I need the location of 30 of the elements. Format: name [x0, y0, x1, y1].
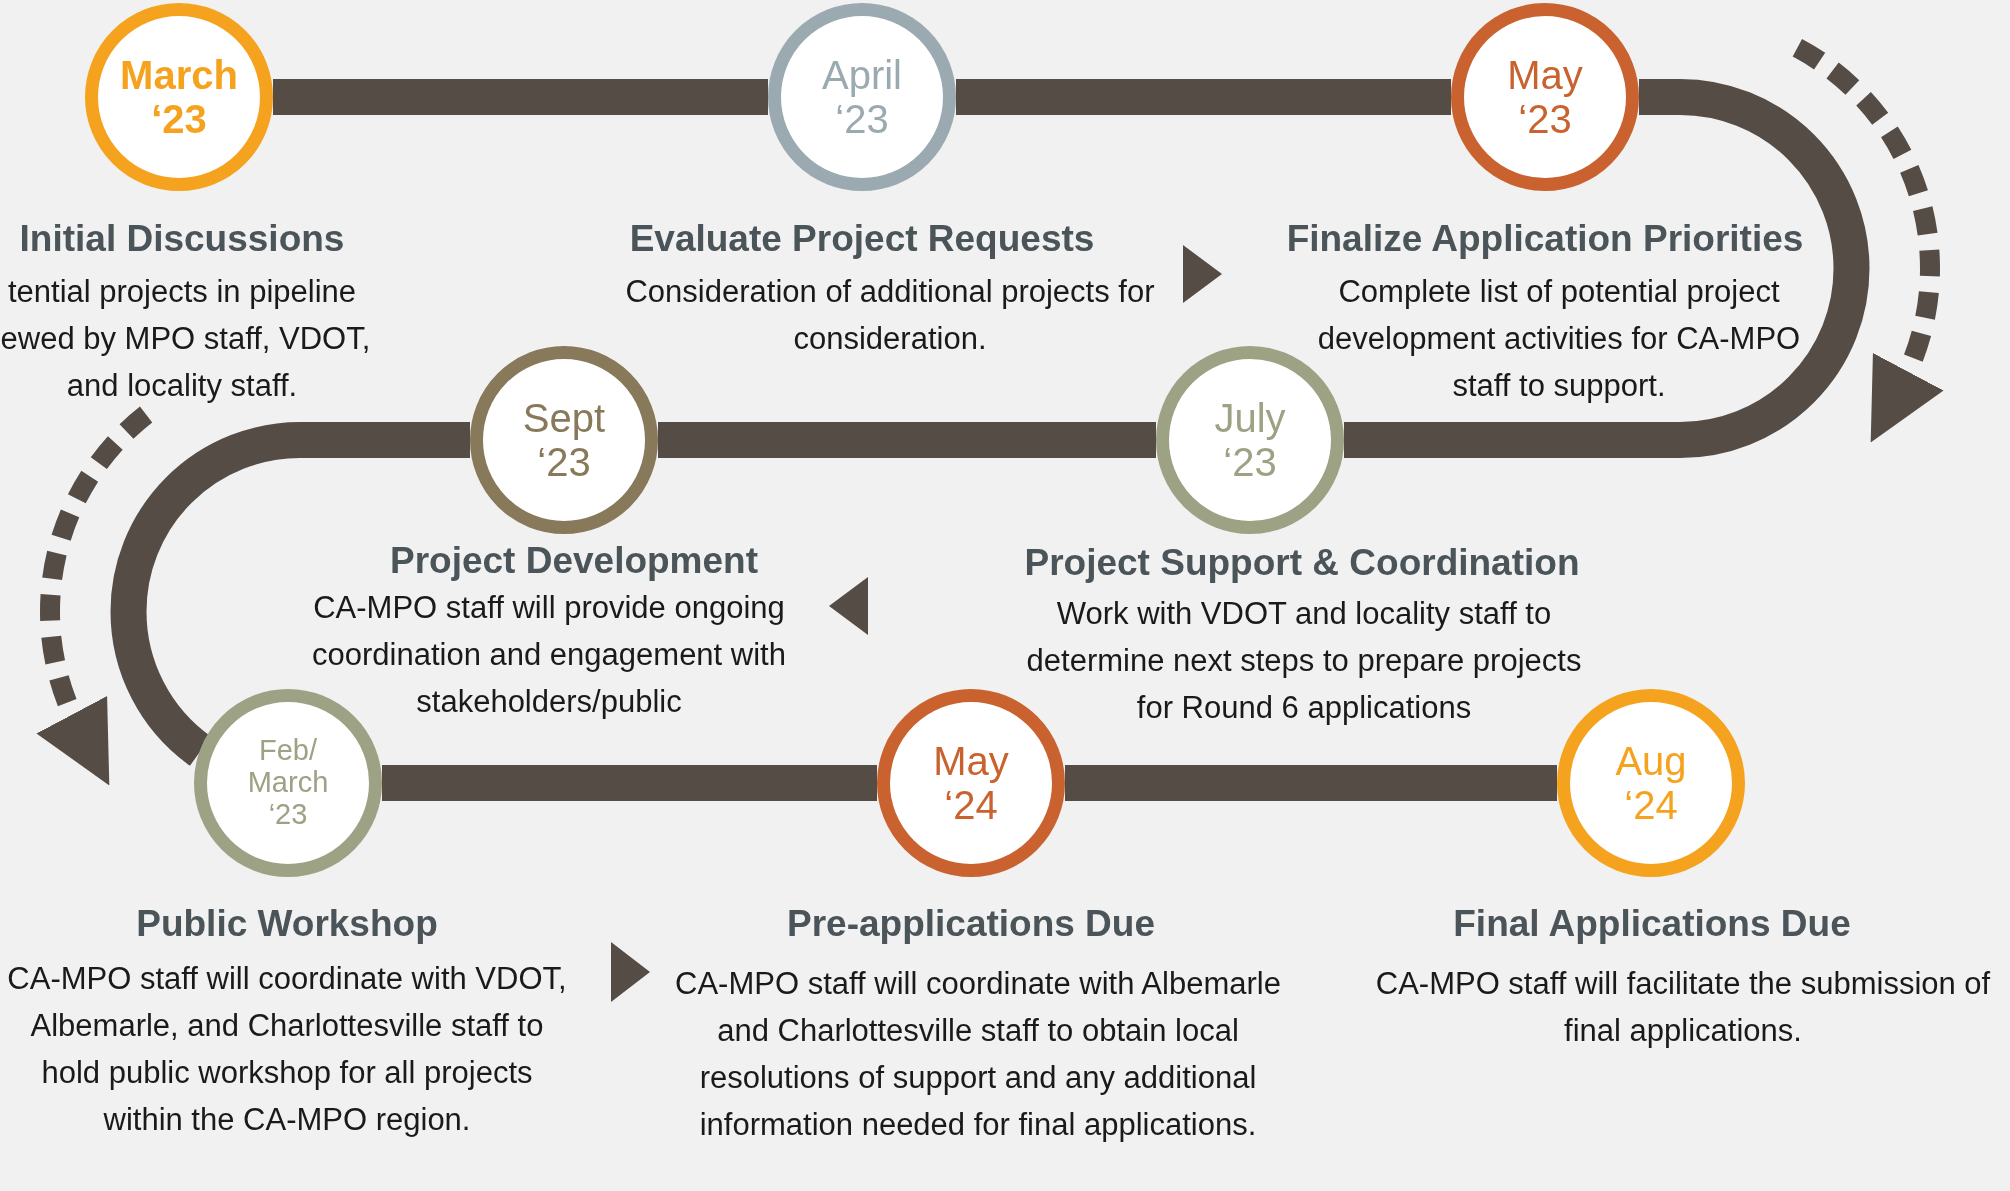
milestone-description: CA-MPO staff will coordinate with Albemarle and Charlottesville staff to obtain local resolutions of support and any additional information needed for final applications. — [674, 965, 1282, 1144]
date-label: May ‘23 — [1506, 53, 1584, 141]
milestone-description: Complete list of potential project development activities for CA-MPO staff to support. — [1316, 273, 1802, 405]
date-label: July ‘23 — [1213, 396, 1287, 484]
milestone-heading: Finalize Application Priorities — [1286, 218, 1804, 260]
road-connector — [1065, 765, 1557, 801]
road-connector — [658, 422, 1156, 458]
milestone-description: Work with VDOT and locality staff to determine next steps to prepare projects for Round 6 applications — [1025, 595, 1583, 727]
milestone-description: tential projects in pipeline iewed by MPO staff, VDOT, and locality staff. — [0, 273, 372, 405]
milestone-heading: Pre-applications Due — [787, 903, 1155, 945]
road-connector — [273, 79, 768, 115]
milestone-heading: Evaluate Project Requests — [629, 218, 1095, 260]
road-connector — [1344, 79, 1870, 458]
milestone-description: Consideration of additional projects for consideration. — [624, 273, 1156, 358]
milestone-description: CA-MPO staff will facilitate the submission of final applications. — [1374, 965, 1992, 1050]
date-label: May ‘24 — [932, 739, 1010, 827]
milestone-heading: Project Development — [389, 540, 759, 582]
date-label: Aug ‘24 — [1614, 739, 1688, 827]
milestone-heading: Initial Discussions — [19, 218, 345, 260]
milestone-description: CA-MPO staff will provide ongoing coordination and engagement with stakeholders/public — [311, 589, 787, 721]
milestone-heading: Final Applications Due — [1453, 903, 1851, 945]
road-connector — [956, 79, 1451, 115]
date-label: Feb/ March ‘23 — [246, 735, 330, 831]
milestone-heading: Public Workshop — [136, 903, 438, 945]
date-label: Sept ‘23 — [521, 396, 607, 484]
date-label: March ‘23 — [119, 53, 239, 141]
road-connector — [382, 765, 877, 801]
milestone-description: CA-MPO staff will coordinate with VDOT, Albemarle, and Charlottesville staff to hold public workshop for all projects within the CA-MPO region. — [7, 960, 567, 1139]
milestone-heading: Project Support & Coordination — [1024, 542, 1580, 584]
date-label: April ‘23 — [821, 53, 903, 141]
